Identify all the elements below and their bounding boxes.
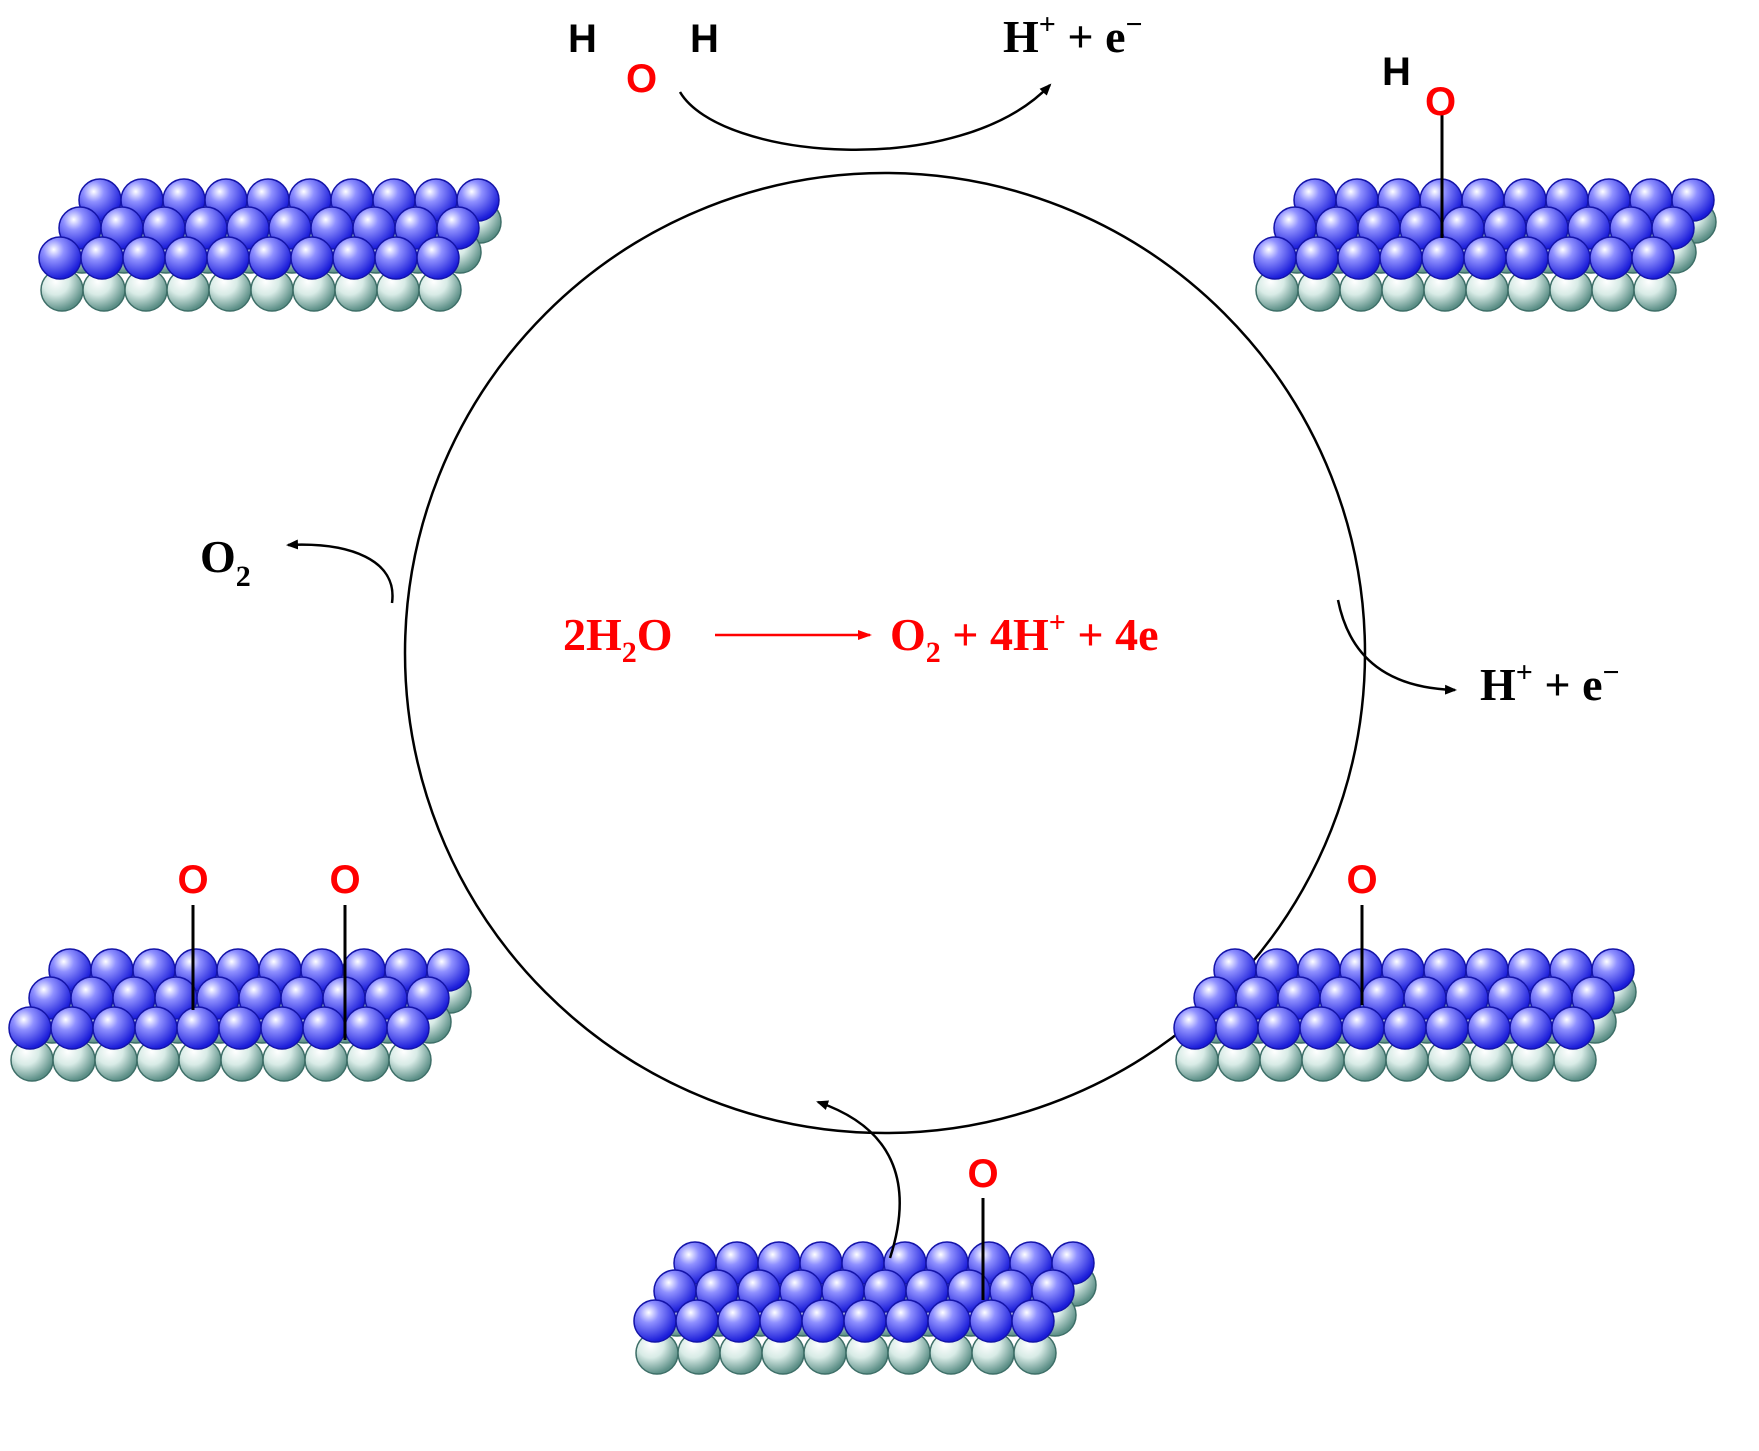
top-layer-atom — [1253, 236, 1297, 280]
catalytic-cycle-circle — [403, 171, 1367, 1135]
top-layer-atom — [1425, 1006, 1469, 1050]
oxygen-atom-right: O — [1346, 858, 1377, 902]
bare-surface-slab — [38, 178, 502, 312]
top-layer-atom — [416, 236, 460, 280]
top-layer-atom — [843, 1299, 887, 1343]
top-layer-atom — [134, 1006, 178, 1050]
top-layer-atom — [801, 1299, 845, 1343]
released-proton-electron-right: H+ + e− — [1480, 656, 1620, 710]
top-layer-atom — [344, 1006, 388, 1050]
o-surface-slab — [1173, 948, 1637, 1082]
top-layer-atom — [1295, 236, 1339, 280]
oxygen-atom-left-1: O — [177, 858, 208, 902]
water-hydrogen-right: H — [690, 17, 719, 61]
released-proton-electron-top: H+ + e− — [1003, 8, 1143, 62]
oh-surface-slab — [1253, 178, 1717, 312]
top-layer-atom — [374, 236, 418, 280]
top-layer-atom — [290, 236, 334, 280]
top-layer-atom — [1467, 1006, 1511, 1050]
water-hydrogen-left: H — [568, 17, 597, 61]
top-layer-atom — [248, 236, 292, 280]
hydroxyl-oxygen: O — [1425, 80, 1456, 124]
water-adsorption-arrow — [678, 83, 1052, 151]
top-layer-atom — [675, 1299, 719, 1343]
top-layer-atom — [206, 236, 250, 280]
oxygen-atom-left-2: O — [329, 858, 360, 902]
top-layer-atom — [1589, 236, 1633, 280]
top-layer-atom — [1631, 236, 1675, 280]
water-oxygen: O — [626, 57, 657, 101]
top-layer-atom — [717, 1299, 761, 1343]
top-layer-atom — [1215, 1006, 1259, 1050]
proton-release-arrow-right — [1336, 599, 1457, 695]
top-layer-atom — [386, 1006, 430, 1050]
top-layer-atom — [8, 1006, 52, 1050]
hydroxyl-hydrogen: H — [1382, 50, 1411, 94]
top-layer-atom — [1463, 236, 1507, 280]
top-layer-atom — [1421, 236, 1465, 280]
top-layer-atom — [1551, 1006, 1595, 1050]
top-layer-atom — [759, 1299, 803, 1343]
top-layer-atom — [80, 236, 124, 280]
top-layer-atom — [1341, 1006, 1385, 1050]
top-layer-atom — [1379, 236, 1423, 280]
overall-reaction-products: O2 + 4H+ + 4e — [890, 606, 1159, 669]
top-layer-atom — [1173, 1006, 1217, 1050]
top-layer-atom — [1383, 1006, 1427, 1050]
top-layer-atom — [1509, 1006, 1553, 1050]
oxygen-release-arrow — [286, 539, 394, 604]
top-layer-atom — [1337, 236, 1381, 280]
top-layer-atom — [969, 1299, 1013, 1343]
double-o-surface-slab — [8, 948, 472, 1082]
top-layer-atom — [164, 236, 208, 280]
top-layer-atom — [92, 1006, 136, 1050]
top-layer-atom — [38, 236, 82, 280]
top-layer-atom — [927, 1299, 971, 1343]
top-layer-atom — [50, 1006, 94, 1050]
top-layer-atom — [332, 236, 376, 280]
oxygen-atom-bottom: O — [967, 1152, 998, 1196]
overall-reaction-reactant: 2H2O — [563, 609, 673, 669]
top-layer-atom — [302, 1006, 346, 1050]
ooh-surface-slab — [633, 1241, 1097, 1375]
released-oxygen-molecule: O2 — [200, 531, 251, 593]
top-layer-atom — [1505, 236, 1549, 280]
top-layer-atom — [218, 1006, 262, 1050]
top-layer-atom — [1299, 1006, 1343, 1050]
top-layer-atom — [122, 236, 166, 280]
top-layer-atom — [1257, 1006, 1301, 1050]
top-layer-atom — [1547, 236, 1591, 280]
top-layer-atom — [633, 1299, 677, 1343]
top-layer-atom — [260, 1006, 304, 1050]
top-layer-atom — [176, 1006, 220, 1050]
ooh-formation-arrow — [816, 1100, 901, 1259]
top-layer-atom — [1011, 1299, 1055, 1343]
top-layer-atom — [885, 1299, 929, 1343]
